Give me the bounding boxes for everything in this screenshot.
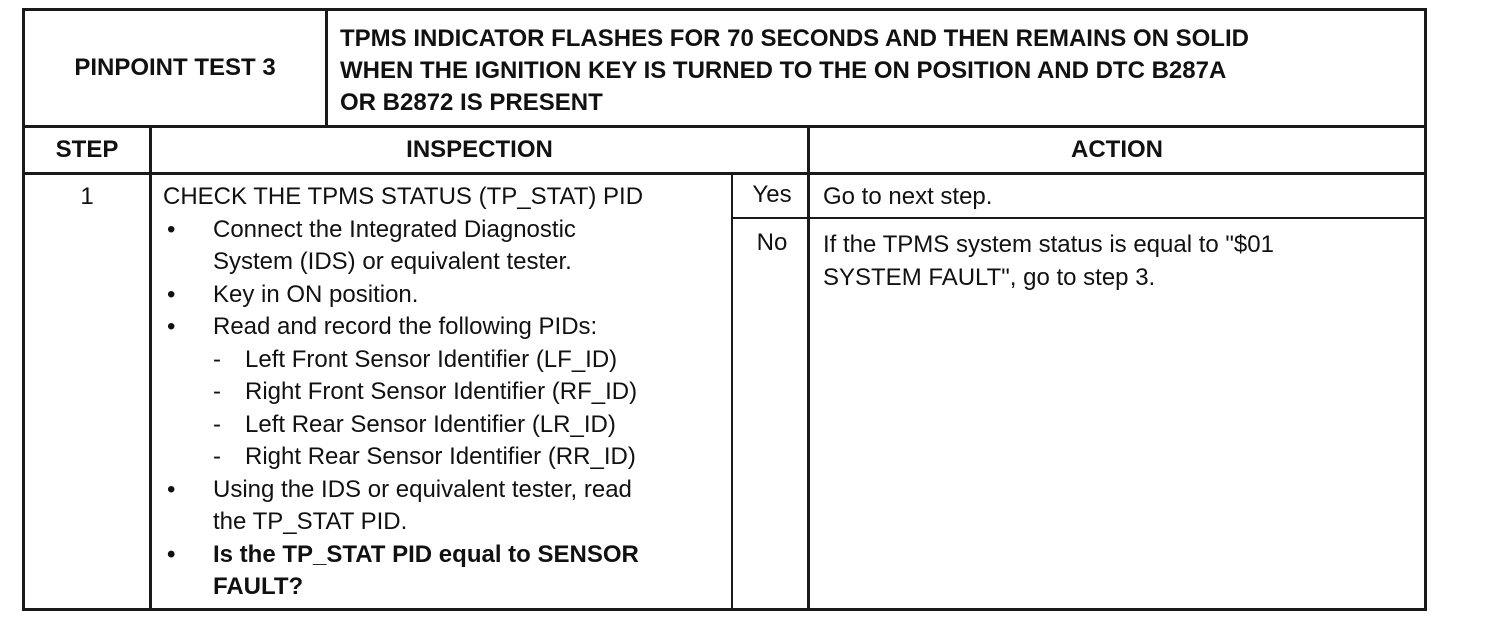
- list-item-text: the TP_STAT PID.: [213, 508, 408, 535]
- bullet-glyph: •: [167, 280, 176, 308]
- pinpoint-test-title: TPMS INDICATOR FLASHES FOR 70 SECONDS AN…: [328, 11, 1430, 119]
- list-item-text: Using the IDS or equivalent tester, read: [213, 475, 632, 503]
- column-header-action: ACTION: [1071, 136, 1163, 163]
- list-item-text: Connect the Integrated Diagnostic: [213, 215, 576, 243]
- list-item: • Read and record the following PIDs:: [163, 311, 733, 344]
- column-header-inspection: INSPECTION: [406, 136, 553, 163]
- no-action-line: SYSTEM FAULT", go to step 3.: [823, 263, 1156, 291]
- sub-list-item-text: Right Front Sensor Identifier (RF_ID): [245, 378, 638, 405]
- column-header-row: STEP INSPECTION ACTION: [25, 128, 1424, 175]
- sub-list-item: - Left Front Sensor Identifier (LF_ID): [163, 344, 733, 377]
- sub-list-item-text: Left Rear Sensor Identifier (LR_ID): [245, 410, 616, 438]
- divider-step-inspection: [149, 128, 152, 608]
- list-item-text: Read and record the following PIDs:: [213, 313, 598, 340]
- no-action: If the TPMS system status is equal to "$…: [823, 229, 1403, 294]
- table-header-row: PINPOINT TEST 3 TPMS INDICATOR FLASHES F…: [25, 11, 1424, 128]
- title-line-1: TPMS INDICATOR FLASHES FOR 70 SECONDS AN…: [340, 25, 1249, 52]
- list-item-text: System (IDS) or equivalent tester.: [213, 248, 572, 275]
- bullet-glyph: •: [167, 313, 176, 340]
- title-line-3: OR B2872 IS PRESENT: [340, 89, 603, 116]
- pinpoint-test-table: PINPOINT TEST 3 TPMS INDICATOR FLASHES F…: [22, 8, 1427, 611]
- no-action-line: If the TPMS system status is equal to "$…: [823, 231, 1274, 258]
- dash-glyph: -: [213, 345, 221, 373]
- list-item: • Connect the Integrated Diagnostic Syst…: [163, 214, 733, 279]
- dash-glyph: -: [213, 410, 221, 438]
- divider-yes-no: [731, 217, 1424, 219]
- list-item-text: Key in ON position.: [213, 280, 419, 308]
- sub-list-item: - Right Rear Sensor Identifier (RR_ID): [163, 441, 733, 474]
- sub-list-item: - Left Rear Sensor Identifier (LR_ID): [163, 409, 733, 442]
- inspection-title: CHECK THE TPMS STATUS (TP_STAT) PID: [163, 183, 644, 210]
- sub-list-item-text: Left Front Sensor Identifier (LF_ID): [245, 345, 618, 373]
- sub-list-item-text: Right Rear Sensor Identifier (RR_ID): [245, 443, 636, 470]
- bullet-glyph: •: [167, 215, 176, 243]
- sub-list-item: - Right Front Sensor Identifier (RF_ID): [163, 376, 733, 409]
- dash-glyph: -: [213, 443, 221, 470]
- question-item: • Is the TP_STAT PID equal to SENSOR FAU…: [163, 539, 733, 604]
- bullet-glyph: •: [167, 540, 176, 568]
- title-line-2: WHEN THE IGNITION KEY IS TURNED TO THE O…: [340, 57, 1227, 84]
- yes-label: Yes: [752, 181, 792, 208]
- list-item: • Using the IDS or equivalent tester, re…: [163, 474, 733, 539]
- no-label: No: [756, 229, 788, 256]
- divider-inspection-yesno: [731, 175, 733, 608]
- list-item: • Key in ON position.: [163, 279, 733, 312]
- yes-action: Go to next step.: [823, 183, 993, 210]
- bullet-glyph: •: [167, 475, 176, 503]
- dash-glyph: -: [213, 378, 221, 405]
- inspection-cell: CHECK THE TPMS STATUS (TP_STAT) PID • Co…: [163, 181, 733, 604]
- step-number: 1: [80, 183, 94, 210]
- divider-inspection-action: [807, 128, 810, 608]
- question-text: Is the TP_STAT PID equal to SENSOR: [213, 540, 639, 568]
- pinpoint-test-label: PINPOINT TEST 3: [25, 11, 328, 125]
- column-header-step: STEP: [55, 136, 119, 163]
- question-text: FAULT?: [213, 573, 304, 600]
